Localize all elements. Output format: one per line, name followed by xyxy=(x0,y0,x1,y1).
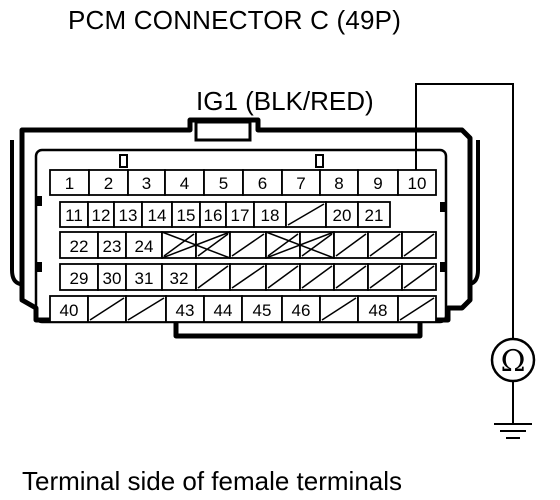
blocked-cavity-mark xyxy=(265,231,335,259)
key-right xyxy=(315,154,324,168)
terminal-number: 23 xyxy=(103,237,122,256)
wire-label: IG1 (BLK/RED) xyxy=(196,86,374,116)
terminal-number: 48 xyxy=(369,301,388,320)
terminal-number: 44 xyxy=(214,301,233,320)
terminal-number: 5 xyxy=(219,174,228,193)
unused-cavity-mark xyxy=(231,233,265,257)
side-tab-right-1 xyxy=(440,202,446,212)
terminal-number: 31 xyxy=(135,269,154,288)
unused-cavity-mark xyxy=(127,297,165,321)
terminal-number: 20 xyxy=(333,206,352,225)
terminal-11 xyxy=(59,201,89,228)
unused-cavity-mark xyxy=(369,265,401,289)
terminal-number: 46 xyxy=(292,301,311,320)
terminal-number: 11 xyxy=(65,206,83,225)
terminal-13 xyxy=(113,201,143,228)
terminal-24 xyxy=(125,231,163,259)
terminal-number: 22 xyxy=(70,237,89,256)
terminal-5 xyxy=(203,169,244,196)
unused-cavity-mark xyxy=(335,233,367,257)
terminal-46 xyxy=(281,295,321,323)
terminal-21 xyxy=(357,201,391,228)
terminal-29 xyxy=(59,263,99,291)
unused-cavity-mark xyxy=(399,297,435,321)
terminal-number: 10 xyxy=(408,174,427,193)
terminal-number: 2 xyxy=(104,174,113,193)
unused-cavity-mark xyxy=(321,297,357,321)
unused-cavity-mark xyxy=(301,265,333,289)
terminal-number: 24 xyxy=(135,237,154,256)
connector-latch xyxy=(194,120,252,142)
terminal-number: 18 xyxy=(261,206,280,225)
blocked-cavity-mark xyxy=(161,231,231,259)
terminal-number: 1 xyxy=(65,174,74,193)
unused-cavity-mark xyxy=(287,203,325,226)
unused-cavity-mark xyxy=(403,265,435,289)
terminal-number: 21 xyxy=(365,206,384,225)
terminal-31 xyxy=(125,263,163,291)
terminal-number: 32 xyxy=(170,269,189,288)
terminal-number: 29 xyxy=(70,269,89,288)
terminal-number: 3 xyxy=(142,174,151,193)
unused-cavity-mark xyxy=(231,265,265,289)
diagram-title: PCM CONNECTOR C (49P) xyxy=(68,5,402,35)
terminal-30 xyxy=(97,263,127,291)
unused-cavity-mark xyxy=(197,233,229,257)
unused-cavity-mark xyxy=(335,265,367,289)
probe-lead xyxy=(415,83,514,340)
side-tab-left-1 xyxy=(36,196,42,206)
terminal-number: 6 xyxy=(258,174,267,193)
terminal-43 xyxy=(165,295,205,323)
terminal-number: 45 xyxy=(253,301,272,320)
unused-cavity-mark xyxy=(89,297,125,321)
terminal-number: 43 xyxy=(176,301,195,320)
terminal-number: 4 xyxy=(180,174,189,193)
unused-cavity-mark xyxy=(403,233,435,257)
terminal-12 xyxy=(87,201,115,228)
footer-caption: Terminal side of female terminals xyxy=(22,466,403,496)
terminal-number: 13 xyxy=(119,206,138,225)
connector-inner-outline xyxy=(10,140,21,286)
terminal-number: 14 xyxy=(148,206,167,225)
terminal-10 xyxy=(397,169,437,196)
terminal-number: 9 xyxy=(373,174,382,193)
terminal-16 xyxy=(199,201,227,228)
terminal-number: 15 xyxy=(177,206,196,225)
terminal-7 xyxy=(281,169,321,196)
terminal-number: 30 xyxy=(103,269,122,288)
unused-cavity-mark xyxy=(197,265,229,289)
terminal-number: 17 xyxy=(231,206,250,225)
unused-cavity-mark xyxy=(163,233,195,257)
unused-cavity-mark xyxy=(267,233,299,257)
terminal-17 xyxy=(225,201,255,228)
ohm-symbol: Ω xyxy=(501,344,526,379)
terminal-6 xyxy=(242,169,283,196)
ground-symbol-icon xyxy=(494,423,532,439)
side-tab-right-2 xyxy=(440,262,446,272)
terminal-number: 40 xyxy=(60,301,79,320)
unused-cavity-mark xyxy=(369,233,401,257)
connector-inner-outline-right xyxy=(469,140,480,286)
key-left xyxy=(119,154,128,168)
terminal-15 xyxy=(171,201,201,228)
terminal-1 xyxy=(49,169,90,196)
ohmmeter-icon: Ω xyxy=(490,337,536,383)
terminal-18 xyxy=(253,201,287,228)
terminal-8 xyxy=(319,169,359,196)
terminal-number: 16 xyxy=(204,206,223,225)
unused-cavity-mark xyxy=(301,233,333,257)
terminal-22 xyxy=(59,231,99,259)
side-tab-left-2 xyxy=(36,262,42,272)
terminal-number: 12 xyxy=(92,206,111,225)
terminal-number: 7 xyxy=(296,174,305,193)
unused-cavity-mark xyxy=(267,265,299,289)
terminal-number: 8 xyxy=(334,174,343,193)
